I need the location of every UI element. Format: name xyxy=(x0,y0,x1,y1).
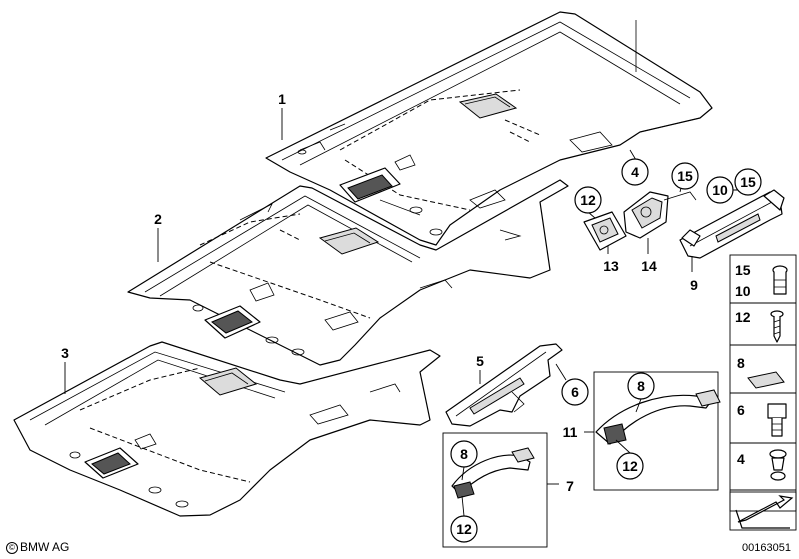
legend-4: 4 xyxy=(737,451,745,467)
part-5-bracket xyxy=(445,343,563,427)
sunroof-opening-3 xyxy=(198,367,258,396)
bracket-14 xyxy=(623,191,697,239)
circled-callouts: 4 15 10 15 12 6 8 12 8 12 xyxy=(450,158,762,543)
bolt-icon xyxy=(767,403,787,437)
rivet-icon xyxy=(769,449,787,481)
document-number: 00163051 xyxy=(742,542,791,554)
map-light-cutout-2 xyxy=(204,305,261,339)
copyright-symbol: © xyxy=(6,542,18,554)
headliner-3 xyxy=(13,341,441,517)
sunroof-opening-2 xyxy=(318,227,380,255)
callout-3: 3 xyxy=(61,345,69,361)
callout-2: 2 xyxy=(154,211,162,227)
legend-8: 8 xyxy=(737,355,745,371)
headliner-1 xyxy=(265,11,713,246)
map-light-cutout-3 xyxy=(84,447,139,479)
callout-12a: 12 xyxy=(580,192,596,208)
callout-14: 14 xyxy=(641,258,657,274)
legend-10: 10 xyxy=(735,283,751,299)
callout-13: 13 xyxy=(603,258,619,274)
callout-15a: 15 xyxy=(677,168,693,184)
legend-6: 6 xyxy=(737,402,745,418)
legend-column xyxy=(729,254,797,512)
legend-labels: 15 10 12 8 6 4 xyxy=(735,262,751,467)
pad-icon xyxy=(747,371,785,389)
part-7-box xyxy=(442,432,548,548)
callout-1: 1 xyxy=(278,91,286,107)
callout-5: 5 xyxy=(476,353,484,369)
callout-4: 4 xyxy=(631,164,639,180)
bracket-9 xyxy=(679,189,785,259)
callout-6: 6 xyxy=(571,384,579,400)
headliner-2 xyxy=(127,179,569,366)
copyright-text: BMW AG xyxy=(20,540,70,554)
clip-icon xyxy=(772,265,788,295)
bracket-13 xyxy=(583,211,627,251)
part-11-box xyxy=(593,371,721,491)
callout-12c: 12 xyxy=(456,521,472,537)
callout-8a: 8 xyxy=(637,378,645,394)
callout-12b: 12 xyxy=(622,458,638,474)
callout-8b: 8 xyxy=(460,446,468,462)
callout-labels: 1 2 3 13 14 9 5 7 11 xyxy=(61,91,698,494)
legend-12: 12 xyxy=(735,309,751,325)
legend-15: 15 xyxy=(735,262,751,278)
sunroof-opening xyxy=(458,93,518,119)
callout-15b: 15 xyxy=(740,174,756,190)
callout-7: 7 xyxy=(566,478,574,494)
callout-10: 10 xyxy=(712,182,728,198)
copyright-notice: ©BMW AG xyxy=(6,540,69,554)
callout-9: 9 xyxy=(690,277,698,293)
screw-icon xyxy=(770,310,784,343)
direction-arrow-box xyxy=(729,491,797,531)
callout-11: 11 xyxy=(563,424,578,440)
map-light-cutout xyxy=(339,167,401,203)
